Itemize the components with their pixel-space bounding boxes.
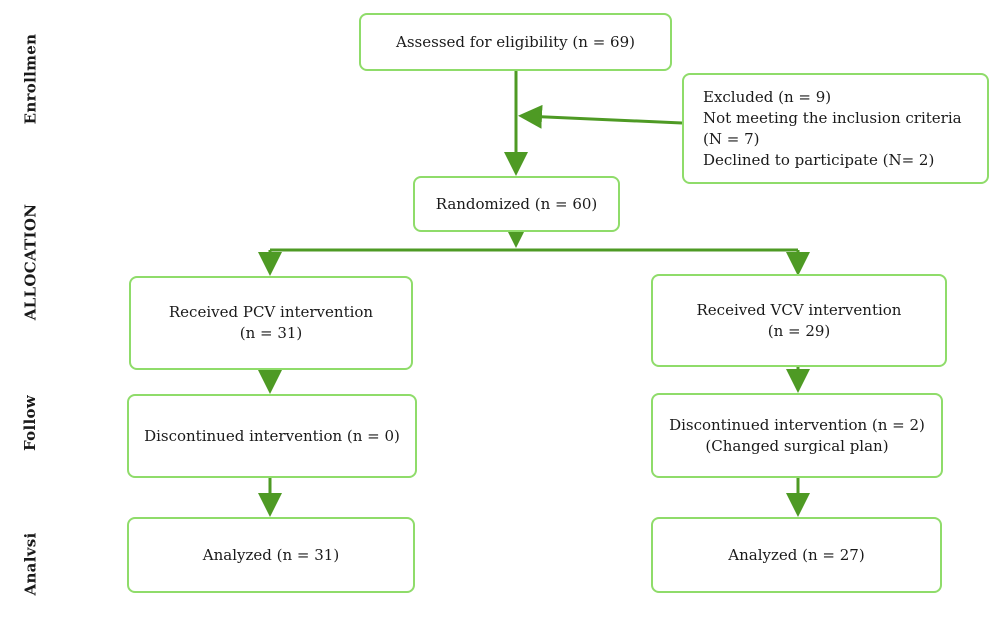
arrow-excluded — [518, 104, 683, 129]
stage-label-allocation: ALLOCATION — [0, 192, 60, 332]
pcv-discontinued-box: Discontinued intervention (n = 0) — [127, 394, 417, 478]
randomized-box: Randomized (n = 60) — [413, 176, 620, 232]
vcv-analyzed-box: Analyzed (n = 27) — [651, 517, 942, 593]
pcv-received-box: Received PCV intervention (n = 31) — [129, 276, 413, 370]
stage-label-follow: Follow — [0, 350, 60, 495]
stage-label-analysis: Analvsi — [0, 505, 60, 623]
stage-label-enrollment: Enrollmen — [0, 14, 60, 144]
vcv-discontinued-box: Discontinued intervention (n = 2) (Chang… — [651, 393, 943, 478]
pcv-analyzed-box: Analyzed (n = 31) — [127, 517, 415, 593]
excluded-box: Excluded (n = 9) Not meeting the inclusi… — [682, 73, 989, 184]
vcv-received-box: Received VCV intervention (n = 29) — [651, 274, 947, 367]
assessed-box: Assessed for eligibility (n = 69) — [359, 13, 672, 71]
